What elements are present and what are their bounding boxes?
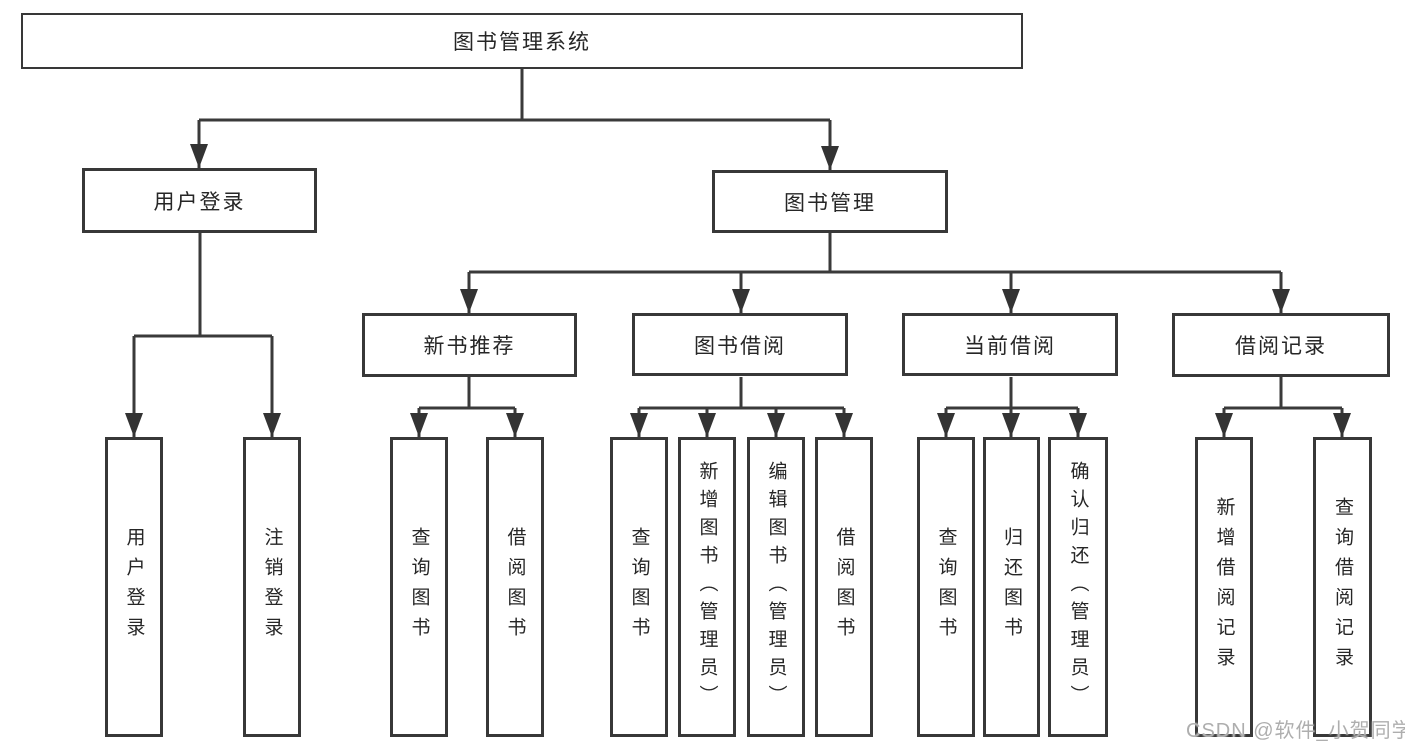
leaf-borrow-books-1-label: 借阅图书 [504, 527, 526, 647]
node-new-book-recommend: 新书推荐 [362, 313, 577, 377]
node-book-borrow-label: 图书借阅 [694, 334, 786, 358]
leaf-confirm-return-admin-label: 确认归还（管理员） [1067, 461, 1089, 713]
node-user-login-label: 用户登录 [153, 190, 246, 214]
node-root-label: 图书管理系统 [453, 31, 591, 54]
leaf-borrow-books-2: 借阅图书 [815, 437, 873, 737]
node-borrow-records-label: 借阅记录 [1235, 335, 1327, 358]
leaf-query-books-3-label: 查询图书 [935, 527, 957, 647]
leaf-query-books-3: 查询图书 [917, 437, 975, 737]
leaf-add-books-admin-label: 新增图书（管理员） [696, 461, 718, 713]
leaf-query-books-2-label: 查询图书 [628, 527, 650, 647]
leaf-user-login: 用户登录 [105, 437, 163, 737]
leaf-edit-books-admin: 编辑图书（管理员） [747, 437, 805, 737]
leaf-query-books-2: 查询图书 [610, 437, 668, 737]
node-book-management-branch: 图书管理 [712, 170, 948, 233]
leaf-logout-label: 注销登录 [261, 527, 283, 647]
leaf-query-books-1: 查询图书 [390, 437, 448, 737]
leaf-add-borrow-record: 新增借阅记录 [1195, 437, 1253, 737]
node-current-borrow-label: 当前借阅 [964, 334, 1056, 358]
node-user-login-branch: 用户登录 [82, 168, 317, 233]
leaf-add-borrow-record-label: 新增借阅记录 [1213, 497, 1235, 677]
leaf-add-books-admin: 新增图书（管理员） [678, 437, 736, 737]
leaf-return-books-label: 归还图书 [1001, 527, 1022, 647]
node-new-book-recommend-label: 新书推荐 [423, 335, 516, 358]
csdn-watermark: CSDN @软件_小贺同学 [1186, 720, 1405, 742]
leaf-edit-books-admin-label: 编辑图书（管理员） [765, 461, 787, 713]
leaf-return-books: 归还图书 [983, 437, 1040, 737]
leaf-confirm-return-admin: 确认归还（管理员） [1048, 437, 1108, 737]
node-root-system: 图书管理系统 [21, 13, 1023, 69]
leaf-query-books-1-label: 查询图书 [408, 527, 430, 647]
node-book-management-label: 图书管理 [784, 191, 876, 215]
leaf-borrow-books-2-label: 借阅图书 [833, 527, 855, 647]
node-book-borrow: 图书借阅 [632, 313, 848, 376]
arrowhead-icons [125, 144, 1351, 437]
node-current-borrow: 当前借阅 [902, 313, 1118, 376]
node-borrow-records: 借阅记录 [1172, 313, 1390, 377]
leaf-query-borrow-record-label: 查询借阅记录 [1332, 497, 1353, 677]
leaf-borrow-books-1: 借阅图书 [486, 437, 544, 737]
leaf-user-login-label: 用户登录 [123, 527, 145, 647]
leaf-logout: 注销登录 [243, 437, 301, 737]
leaf-query-borrow-record: 查询借阅记录 [1313, 437, 1372, 737]
